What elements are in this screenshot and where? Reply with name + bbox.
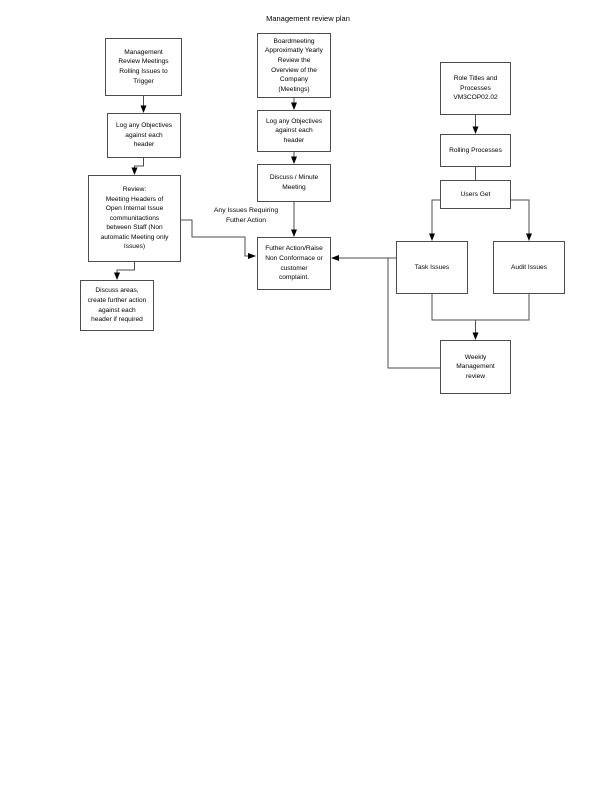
node-rolling-processes[interactable]: Rolling Processes [440, 134, 511, 167]
connector-mgmt-to-log [140, 96, 147, 113]
node-log-objectives-middle[interactable]: Log any Objectives against each header [257, 110, 331, 152]
node-label: Audit Issues [511, 263, 547, 271]
node-label: Futher Action/Raise Non Conformace or cu… [265, 245, 323, 282]
connector-audit-issues-to-weekly [475, 294, 530, 321]
connector-review-to-discuss [114, 262, 135, 280]
node-boardmeeting[interactable]: Boardmeeting Approximatly Yearly Review … [257, 33, 331, 98]
node-task-issues[interactable]: Task Issues [396, 241, 468, 294]
node-label: Role Titles and Processes VM3COP02.02 [453, 75, 498, 102]
node-weekly-management-review[interactable]: Weekly Management review [440, 340, 511, 394]
node-label: Management Review Meetings Rolling Issue… [118, 48, 169, 85]
connector-log-to-review [131, 158, 144, 175]
node-label: Review: Meeting Headers of Open Internal… [100, 185, 169, 251]
node-audit-issues[interactable]: Audit Issues [493, 241, 565, 294]
node-log-objectives-left[interactable]: Log any Objectives against each header [107, 113, 181, 158]
node-label: Task Issues [414, 263, 450, 271]
connector-role-titles-to-rolling [472, 115, 479, 134]
node-label: Weekly Management review [456, 353, 495, 380]
node-futher-action-raise[interactable]: Futher Action/Raise Non Conformace or cu… [257, 237, 331, 290]
page-title: Management review plan [266, 14, 350, 23]
connector-users-get-to-audit-issues [511, 199, 532, 241]
connector-task-issues-to-weekly [431, 294, 479, 340]
node-role-titles-processes[interactable]: Role Titles and Processes VM3COP02.02 [440, 62, 511, 115]
node-discuss-areas[interactable]: Discuss areas, create further action aga… [80, 280, 154, 331]
connector-boardmeeting-to-log [291, 98, 297, 110]
connector-log-to-discuss-minute [291, 152, 297, 164]
node-label: Discuss areas, create further action aga… [87, 287, 147, 324]
node-label: Log any Objectives against each header [115, 122, 173, 149]
node-label: Boardmeeting Approximatly Yearly Review … [265, 37, 323, 93]
node-label: Rolling Processes [449, 146, 502, 154]
connector-users-get-to-task-issues [429, 199, 440, 241]
node-label: Log any Objectives against each header [265, 117, 323, 144]
node-management-review-meetings[interactable]: Management Review Meetings Rolling Issue… [105, 38, 182, 96]
node-label: Users Get [460, 190, 491, 198]
node-discuss-minute-meeting[interactable]: Discuss / Minute Meeting [257, 164, 331, 202]
node-review-meeting-headers[interactable]: Review: Meeting Headers of Open Internal… [88, 175, 181, 262]
node-users-get[interactable]: Users Get [440, 180, 511, 209]
edge-label-any-issues-requiring-futher-action: Any Issues Requiring Futher Action [213, 207, 279, 224]
connector-review-to-futher-action [181, 219, 256, 259]
node-label: Discuss / Minute Meeting [269, 174, 319, 191]
